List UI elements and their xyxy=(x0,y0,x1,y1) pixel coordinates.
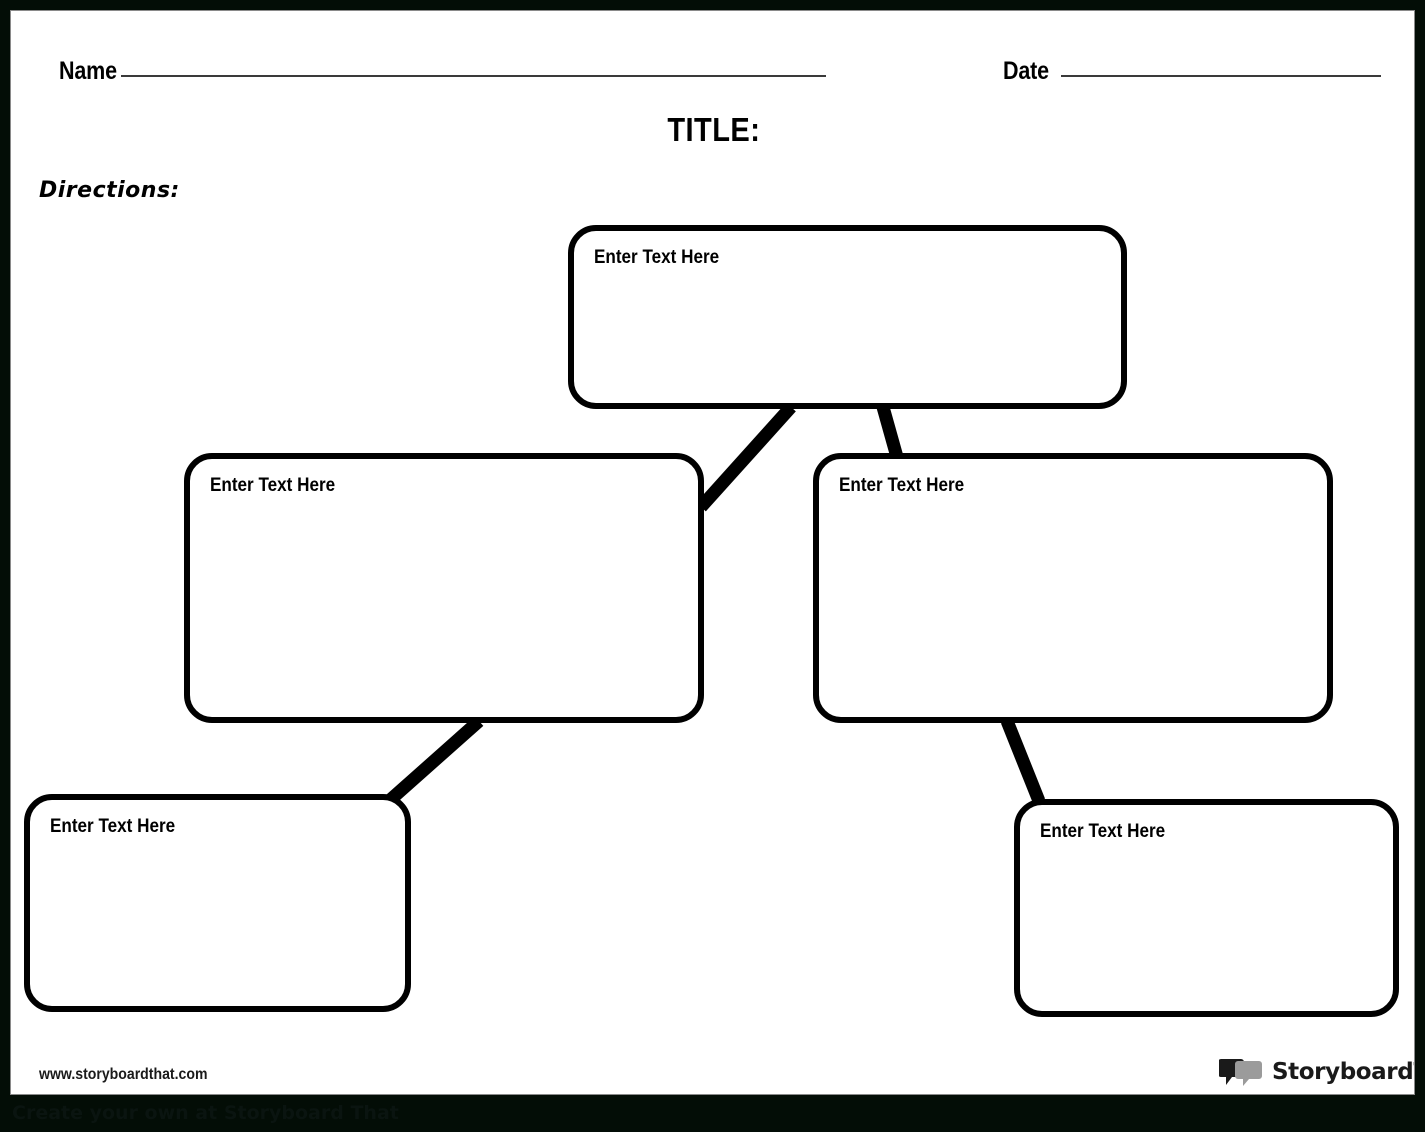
footer-url[interactable]: www.storyboardthat.com xyxy=(39,1066,208,1083)
worksheet-sheet: Name Date TITLE: Directions: Enter Text … xyxy=(10,10,1415,1095)
node-right-mid-text: Enter Text Here xyxy=(839,475,965,496)
connector-right-mid-to-bottom-right xyxy=(1000,718,1046,804)
connector-top-to-left-mid xyxy=(696,402,796,512)
node-top[interactable]: Enter Text Here xyxy=(568,225,1127,409)
logo-word-storyboard: Storyboard xyxy=(1272,1059,1414,1085)
node-left-mid-text: Enter Text Here xyxy=(210,475,336,496)
node-right-mid[interactable]: Enter Text Here xyxy=(813,453,1333,723)
node-bottom-right[interactable]: Enter Text Here xyxy=(1014,799,1399,1017)
name-write-line[interactable] xyxy=(121,75,826,77)
node-bottom-left[interactable]: Enter Text Here xyxy=(24,794,411,1012)
logo-word-that: That xyxy=(1413,1059,1414,1085)
directions-label[interactable]: Directions: xyxy=(39,178,180,203)
bottom-strip-caption: Create your own at Storyboard That xyxy=(12,1102,399,1124)
node-left-mid[interactable]: Enter Text Here xyxy=(184,453,704,723)
name-label: Name xyxy=(59,57,117,85)
page-title[interactable]: TITLE: xyxy=(11,111,1414,149)
date-write-line[interactable] xyxy=(1061,75,1381,77)
node-bottom-right-text: Enter Text Here xyxy=(1040,821,1166,842)
connector-left-mid-to-bottom-left xyxy=(384,716,484,806)
node-top-text: Enter Text Here xyxy=(594,247,720,268)
node-bottom-left-text: Enter Text Here xyxy=(50,816,176,837)
speech-bubbles-icon xyxy=(1218,1057,1263,1087)
date-label: Date xyxy=(1003,57,1049,85)
bottom-strip: Create your own at Storyboard That xyxy=(0,1096,1425,1132)
page-title-text: TITLE: xyxy=(667,111,760,148)
